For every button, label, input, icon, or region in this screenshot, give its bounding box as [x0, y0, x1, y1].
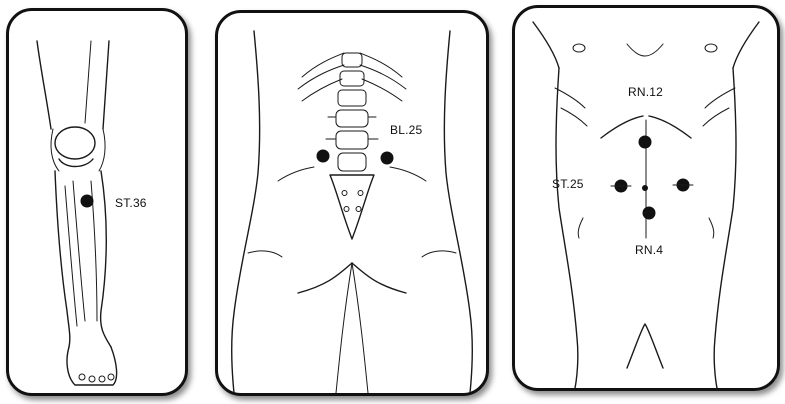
- acupoint-bl25-left: [317, 150, 330, 163]
- leg-panel: ST.36: [6, 8, 188, 396]
- navel: [642, 185, 648, 191]
- leg-illustration: ST.36: [9, 11, 185, 393]
- acupoint-bl25-right: [381, 152, 394, 165]
- back-panel: BL.25: [215, 10, 489, 396]
- acupoint-rn12: [639, 136, 652, 149]
- label-st25: ST.25: [552, 177, 584, 191]
- acupoint-st36: [81, 195, 94, 208]
- back-illustration: BL.25: [218, 13, 486, 393]
- label-rn12: RN.12: [628, 85, 663, 99]
- label-rn4: RN.4: [635, 243, 663, 257]
- abdomen-illustration: RN.12 ST.25 RN.4: [515, 8, 777, 388]
- abdomen-panel: RN.12 ST.25 RN.4: [512, 5, 780, 391]
- label-bl25: BL.25: [390, 123, 422, 137]
- acupoint-rn4: [643, 207, 656, 220]
- label-st36: ST.36: [115, 196, 147, 210]
